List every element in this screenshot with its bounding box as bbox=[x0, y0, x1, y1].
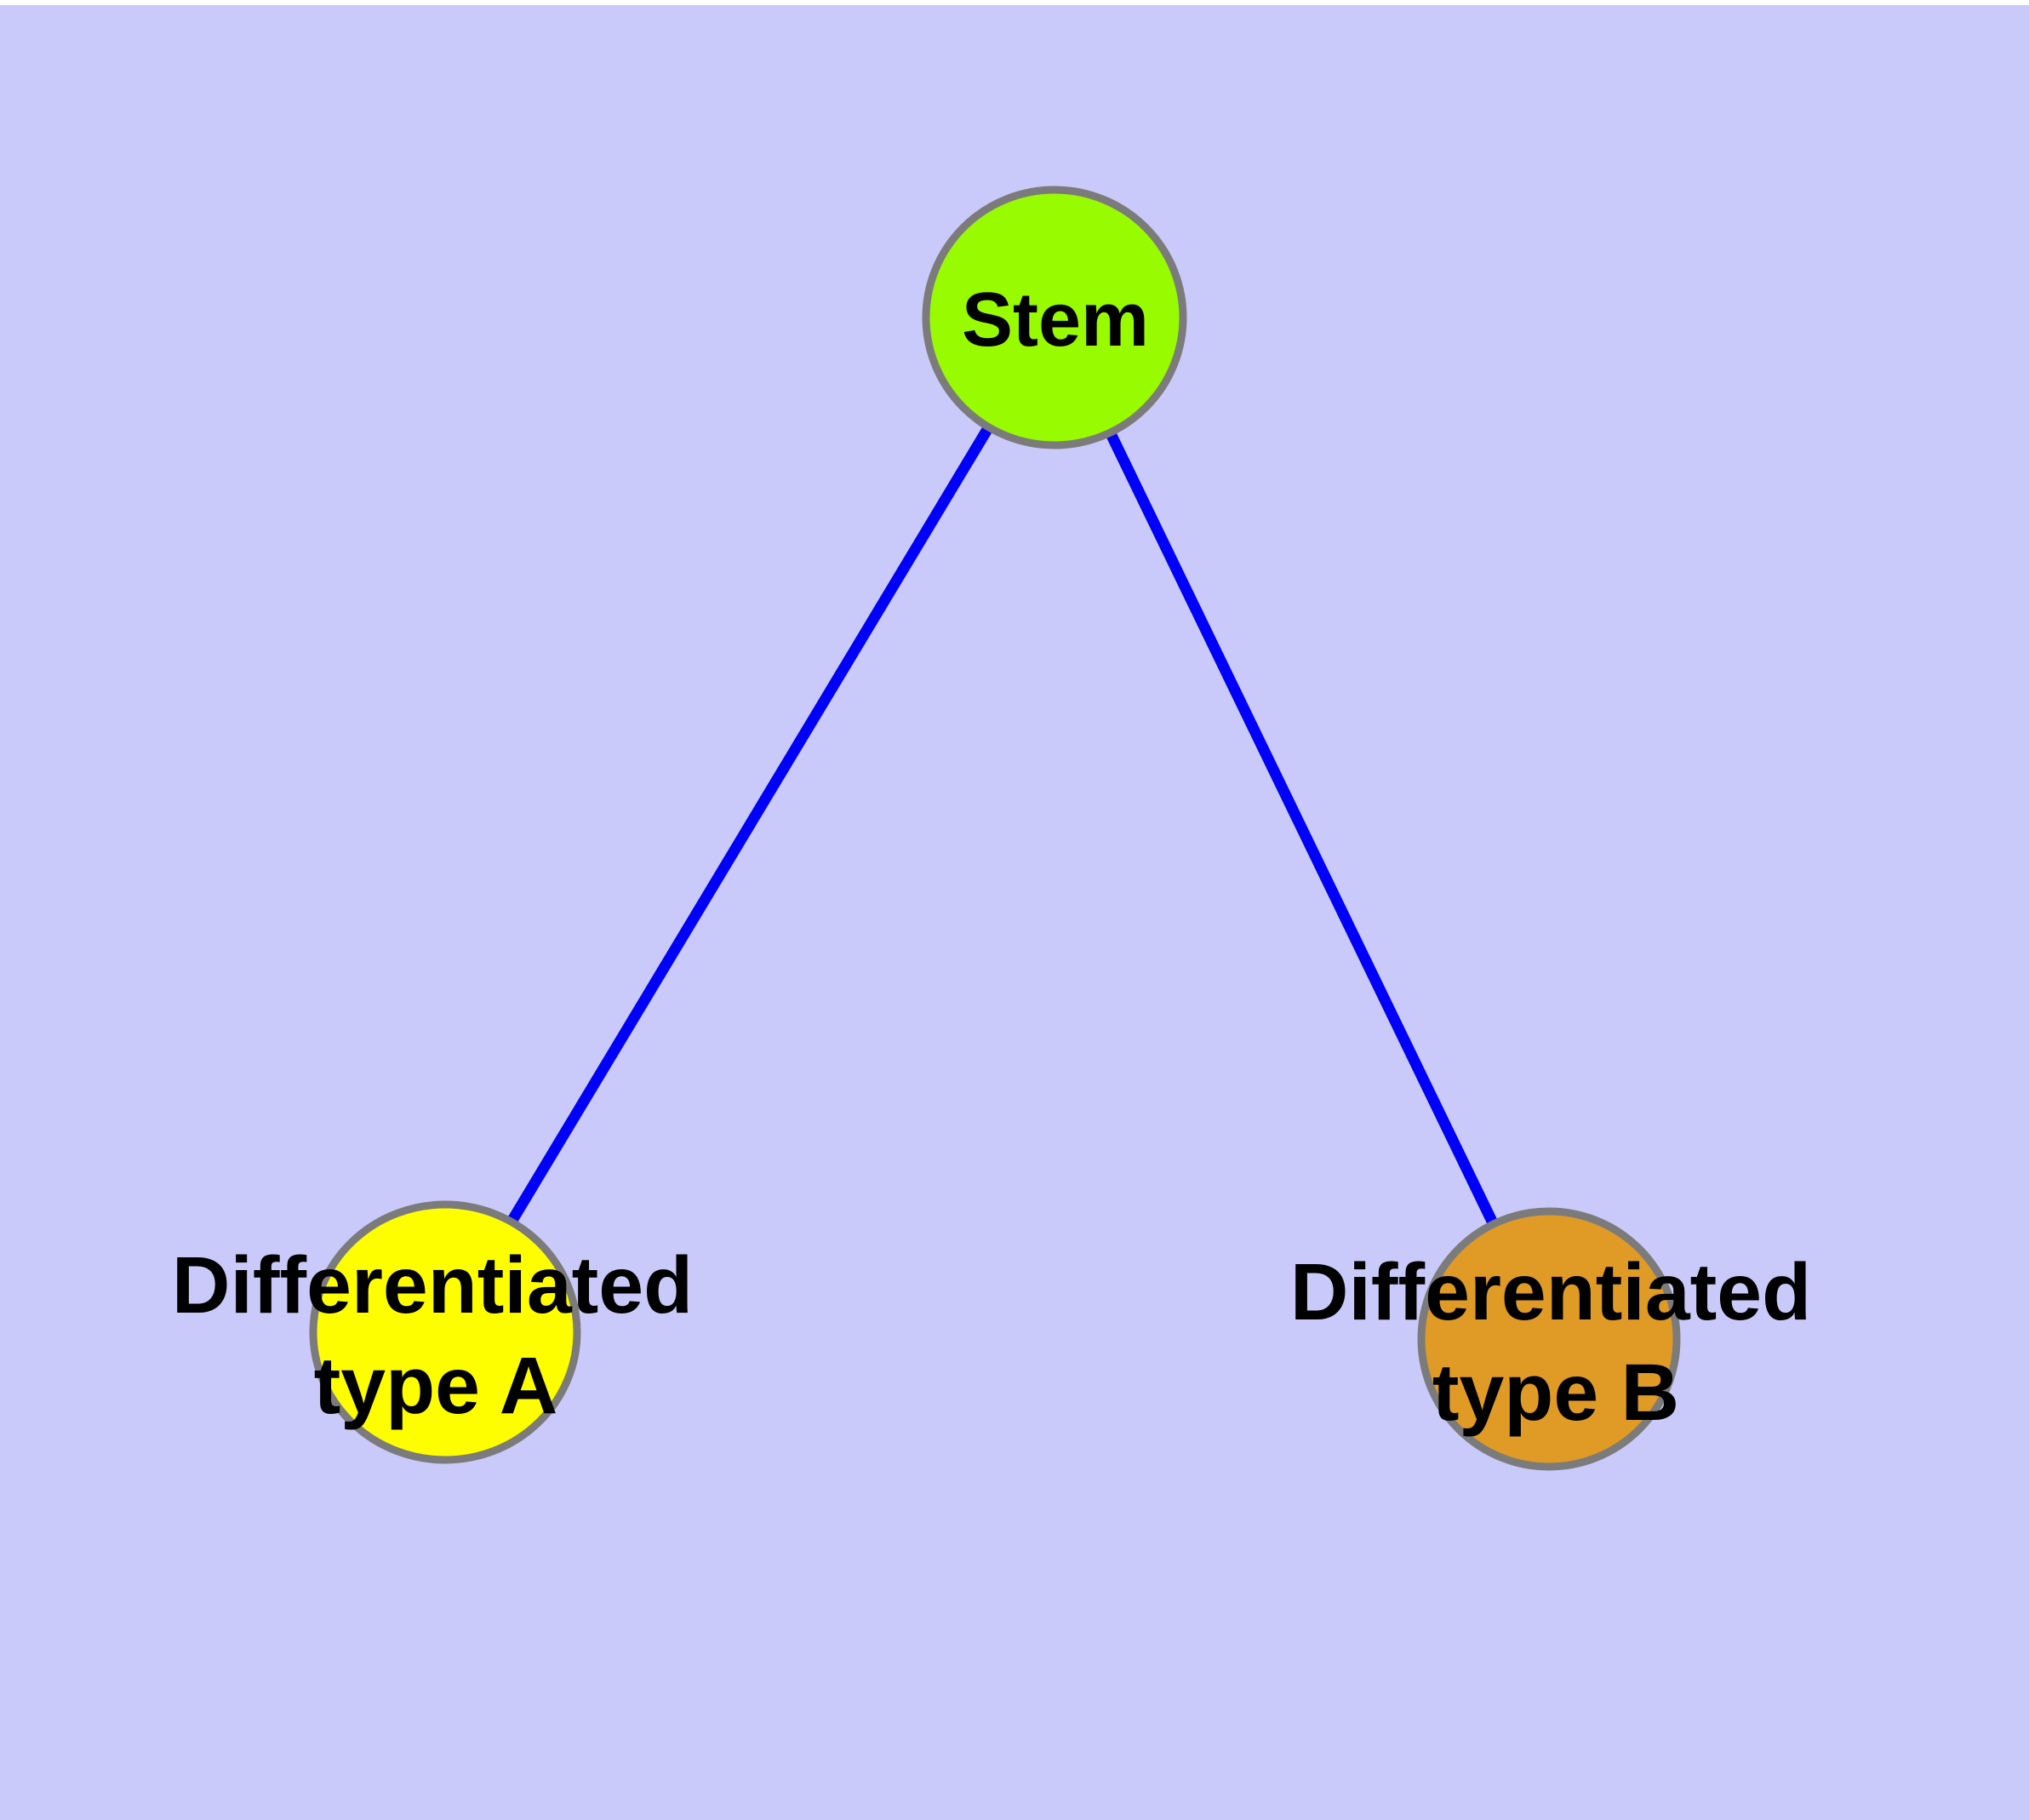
node-differentiated-type-b[interactable]: Differentiated type B bbox=[1290, 1207, 1811, 1471]
type-b-node-circle[interactable] bbox=[1417, 1207, 1681, 1471]
edge-stem-to-type-b bbox=[1049, 315, 1554, 1342]
type-a-node-label-line1: Differentiated bbox=[172, 1240, 693, 1331]
type-b-node-label-line1: Differentiated bbox=[1290, 1247, 1811, 1337]
stem-node-label: Stem bbox=[962, 278, 1149, 363]
node-differentiated-type-a[interactable]: Differentiated type A bbox=[172, 1200, 693, 1464]
type-b-node-label-line2: type B bbox=[1432, 1348, 1679, 1438]
type-a-node-circle[interactable] bbox=[309, 1200, 581, 1464]
node-stem[interactable]: Stem bbox=[922, 186, 1187, 449]
type-a-node-label-line2: type A bbox=[314, 1341, 558, 1431]
stem-node-circle[interactable] bbox=[922, 186, 1187, 449]
edge-stem-to-type-a bbox=[440, 314, 1060, 1336]
